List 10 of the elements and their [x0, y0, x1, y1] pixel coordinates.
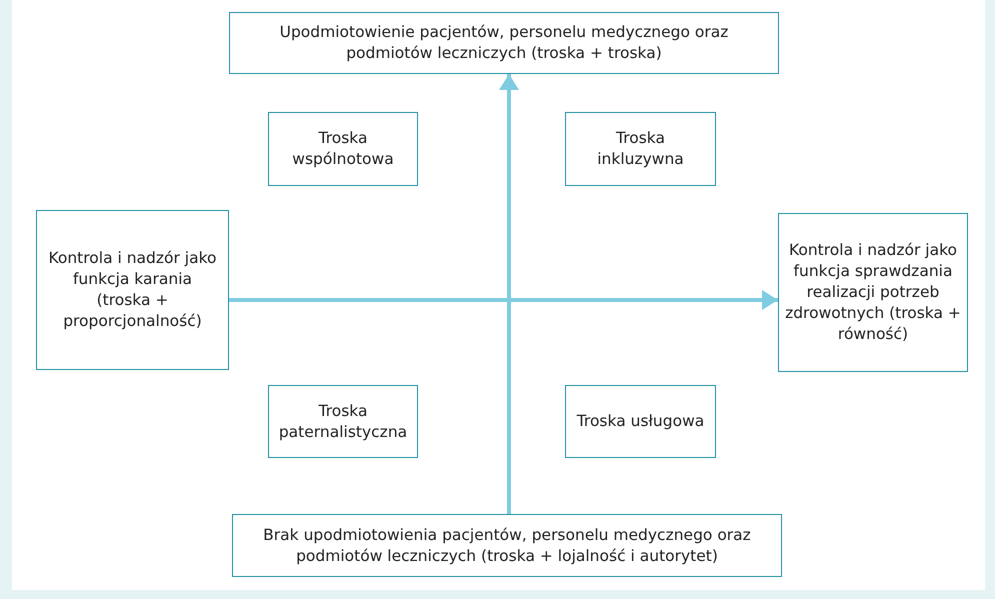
arrow: [499, 74, 519, 514]
text-box: Kontrola i nadzór jako funkcja sprawdzania realizacji potrzeb zdrowotnych (troska + równość): [778, 213, 968, 372]
arrow: [229, 290, 778, 310]
text-box: Troska paternalistyczna: [268, 385, 418, 458]
text-box: Troska inkluzywna: [565, 112, 716, 186]
text-box: Troska wspólnotowa: [268, 112, 418, 186]
text-box: Upodmiotowienie pacjentów, personelu medycznego oraz podmiotów leczniczych (troska + troska): [229, 12, 779, 74]
text-box: Kontrola i nadzór jako funkcja karania (troska + proporcjonalność): [36, 210, 229, 370]
text-box: Brak upodmiotowienia pacjentów, personelu medycznego oraz podmiotów leczniczych (troska + lojalność i autorytet): [232, 514, 782, 577]
text-box: Troska usługowa: [565, 385, 716, 458]
